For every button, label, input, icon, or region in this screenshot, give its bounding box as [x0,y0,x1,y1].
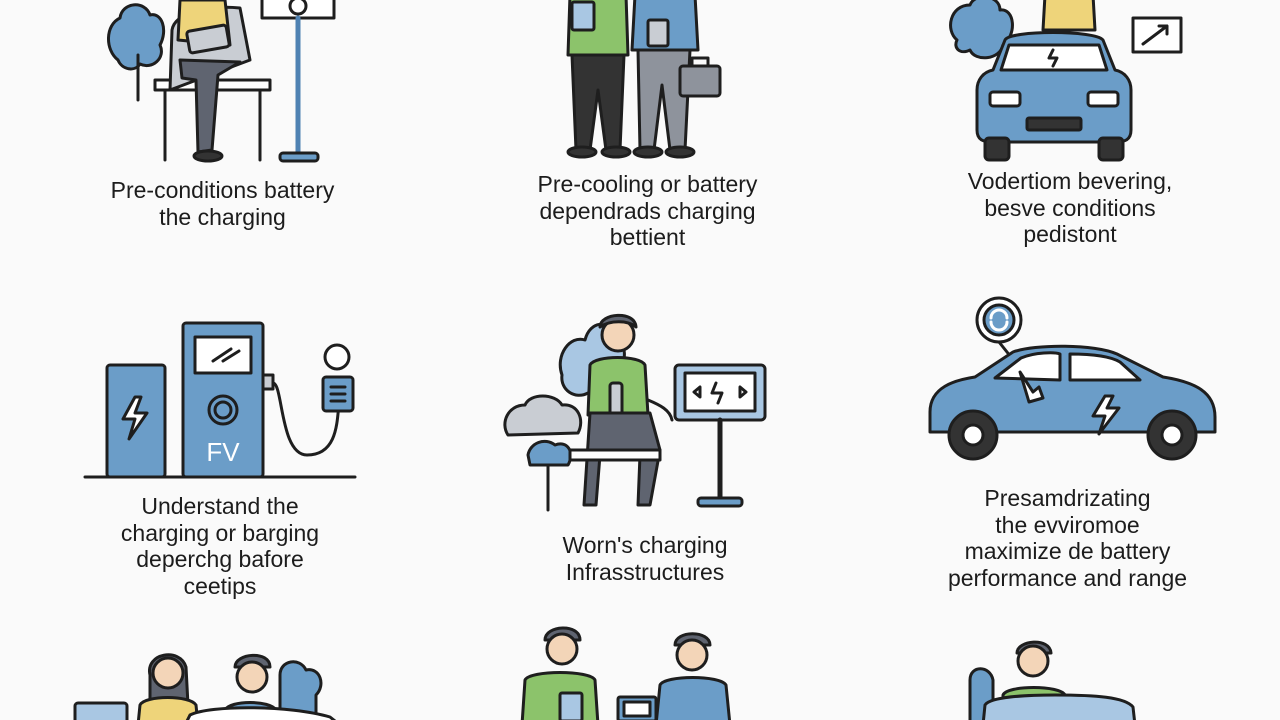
monitor-icon [673,363,767,508]
caption-understand-charging: Understand the charging or barging deper… [120,493,320,599]
briefcase-icon [678,56,722,98]
tree-icon [949,0,1014,60]
caption-precooling: Pre-cooling or battery dependrads chargi… [537,171,758,250]
person-on-bench-illustration [107,0,336,163]
battery-station-icon [105,363,167,479]
charging-sign-icon [260,0,336,163]
car-side-illustration [928,296,1217,461]
screen-icon [1131,16,1183,54]
car-front-illustration [949,0,1183,162]
laptop-icon [616,695,658,720]
laptop-icon [73,701,129,720]
person-in-car-illustration [968,640,1136,720]
dark-pants [570,53,626,152]
couple-illustration [73,653,337,720]
car-side-icon [928,344,1217,434]
cloud-icon [503,394,583,437]
caption-preconditions: Pre-conditions battery the charging [110,177,335,230]
caption-charging-infrastructure: Worn's charging Infrasstructures [562,532,728,585]
tablet-icon [570,0,596,32]
tablet-icon [185,23,231,55]
caption-presamdrizating: Presamdrizating the evviromoe maximize d… [947,485,1188,591]
lightning-icon [1091,394,1121,436]
person-driver-icon [1041,0,1097,32]
two-men-illustration [520,626,732,720]
charging-cable [271,381,341,457]
pump-label: FV [206,437,240,467]
woman-icon [136,653,200,720]
tree-icon [278,660,323,720]
jeans [178,58,242,154]
charging-plug-icon [321,343,355,413]
caption-vodertiom: Vodertiom bevering, besve conditions ped… [967,168,1173,247]
charging-station-illustration: FV [83,321,357,479]
seated-person-illustration [503,313,767,512]
stool [568,448,662,462]
two-people-illustration [566,0,722,159]
tree-icon [107,3,166,102]
charging-pump-icon: FV [181,321,275,479]
pants [582,411,662,507]
